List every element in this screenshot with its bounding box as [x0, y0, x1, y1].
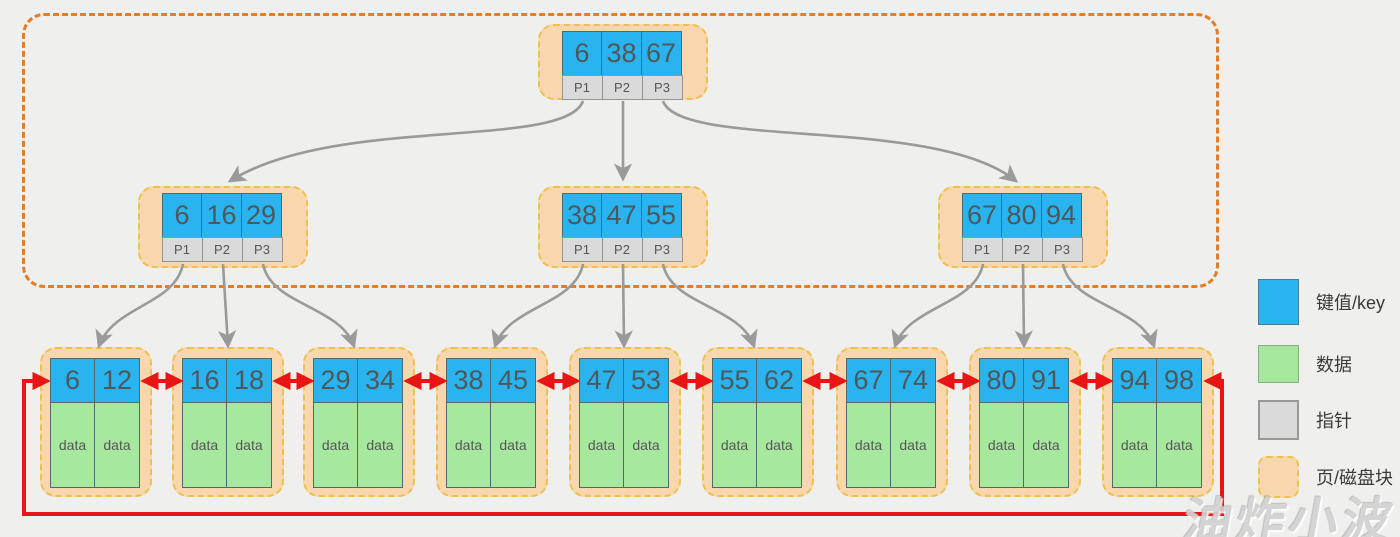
root-node-pointer-cell: P3 [641, 75, 683, 100]
leaf-key-cell: 98 [1156, 358, 1202, 403]
internal-node-1-key-cell: 55 [640, 193, 682, 238]
legend-item-3: 页/磁盘块 [1258, 456, 1393, 498]
internal-node-2-pointer-cell: P1 [961, 237, 1003, 262]
leaf-data-cell: data [49, 401, 96, 488]
leaf-data-cell: data [1111, 401, 1158, 488]
internal-node-1-pointer-cell: P2 [601, 237, 643, 262]
legend-swatch-pointer [1258, 400, 1299, 440]
legend-label: 键值/key [1316, 293, 1386, 313]
internal-node-1-key-cell: 47 [601, 193, 642, 238]
leaf-key-cell: 55 [711, 358, 758, 403]
internal-node-2-pointer-cell: P2 [1001, 237, 1043, 262]
root-node-pointer-cell: P2 [601, 75, 643, 100]
root-node-key-cell: 38 [601, 31, 642, 76]
leaf-data-cell: data [445, 401, 492, 488]
leaf-key-cell: 53 [623, 358, 669, 403]
legend-label: 页/磁盘块 [1316, 468, 1394, 488]
leaf-data-cell: data [711, 401, 758, 488]
leaf-data-cell: data [978, 401, 1025, 488]
leaf-data-cell: data [890, 401, 936, 488]
internal-node-0-pointer-cell: P2 [201, 237, 243, 262]
legend-label: 数据 [1316, 355, 1352, 375]
root-node-key-cell: 67 [640, 31, 682, 76]
leaf-data-cell: data [181, 401, 228, 488]
leaf-data-cell: data [1023, 401, 1069, 488]
leaf-data-cell: data [94, 401, 140, 488]
leaf-key-cell: 47 [578, 358, 625, 403]
leaf-data-cell: data [623, 401, 669, 488]
leaf-key-cell: 45 [490, 358, 536, 403]
internal-node-0-pointer-cell: P1 [161, 237, 203, 262]
leaf-key-cell: 94 [1111, 358, 1158, 403]
legend-label: 指针 [1316, 411, 1352, 431]
internal-node-1-pointer-cell: P3 [641, 237, 683, 262]
leaf-key-cell: 91 [1023, 358, 1069, 403]
leaf-key-cell: 18 [226, 358, 272, 403]
leaf-data-cell: data [845, 401, 892, 488]
leaf-data-cell: data [1156, 401, 1202, 488]
internal-node-0-key-cell: 6 [161, 193, 203, 238]
internal-node-0-pointer-cell: P3 [241, 237, 283, 262]
leaf-key-cell: 16 [181, 358, 228, 403]
legend-item-0: 键值/key [1258, 279, 1385, 325]
leaf-key-cell: 34 [357, 358, 403, 403]
legend-swatch-data [1258, 345, 1299, 383]
leaf-key-cell: 6 [49, 358, 96, 403]
leaf-data-cell: data [312, 401, 359, 488]
legend-item-1: 数据 [1258, 345, 1352, 383]
leaf-data-cell: data [756, 401, 802, 488]
internal-node-0-key-cell: 16 [201, 193, 242, 238]
internal-node-1-key-cell: 38 [561, 193, 603, 238]
leaf-key-cell: 74 [890, 358, 936, 403]
internal-node-2-pointer-cell: P3 [1041, 237, 1083, 262]
internal-node-2-key-cell: 67 [961, 193, 1003, 238]
leaf-key-cell: 38 [445, 358, 492, 403]
leaf-key-cell: 62 [756, 358, 802, 403]
index-pages-group-box [22, 13, 1219, 288]
internal-node-2-key-cell: 94 [1040, 193, 1082, 238]
internal-node-0-key-cell: 29 [240, 193, 282, 238]
legend-swatch-page [1258, 456, 1299, 498]
root-node-pointer-cell: P1 [561, 75, 603, 100]
legend-item-2: 指针 [1258, 400, 1352, 440]
leaf-key-cell: 29 [312, 358, 359, 403]
internal-node-2-key-cell: 80 [1001, 193, 1042, 238]
leaf-data-cell: data [490, 401, 536, 488]
root-node-key-cell: 6 [561, 31, 603, 76]
leaf-data-cell: data [578, 401, 625, 488]
watermark: 油炸小波 [1178, 495, 1400, 537]
leaf-key-cell: 67 [845, 358, 892, 403]
leaf-key-cell: 12 [94, 358, 140, 403]
legend-swatch-key [1258, 279, 1299, 325]
leaf-data-cell: data [226, 401, 272, 488]
internal-node-1-pointer-cell: P1 [561, 237, 603, 262]
leaf-key-cell: 80 [978, 358, 1025, 403]
leaf-data-cell: data [357, 401, 403, 488]
